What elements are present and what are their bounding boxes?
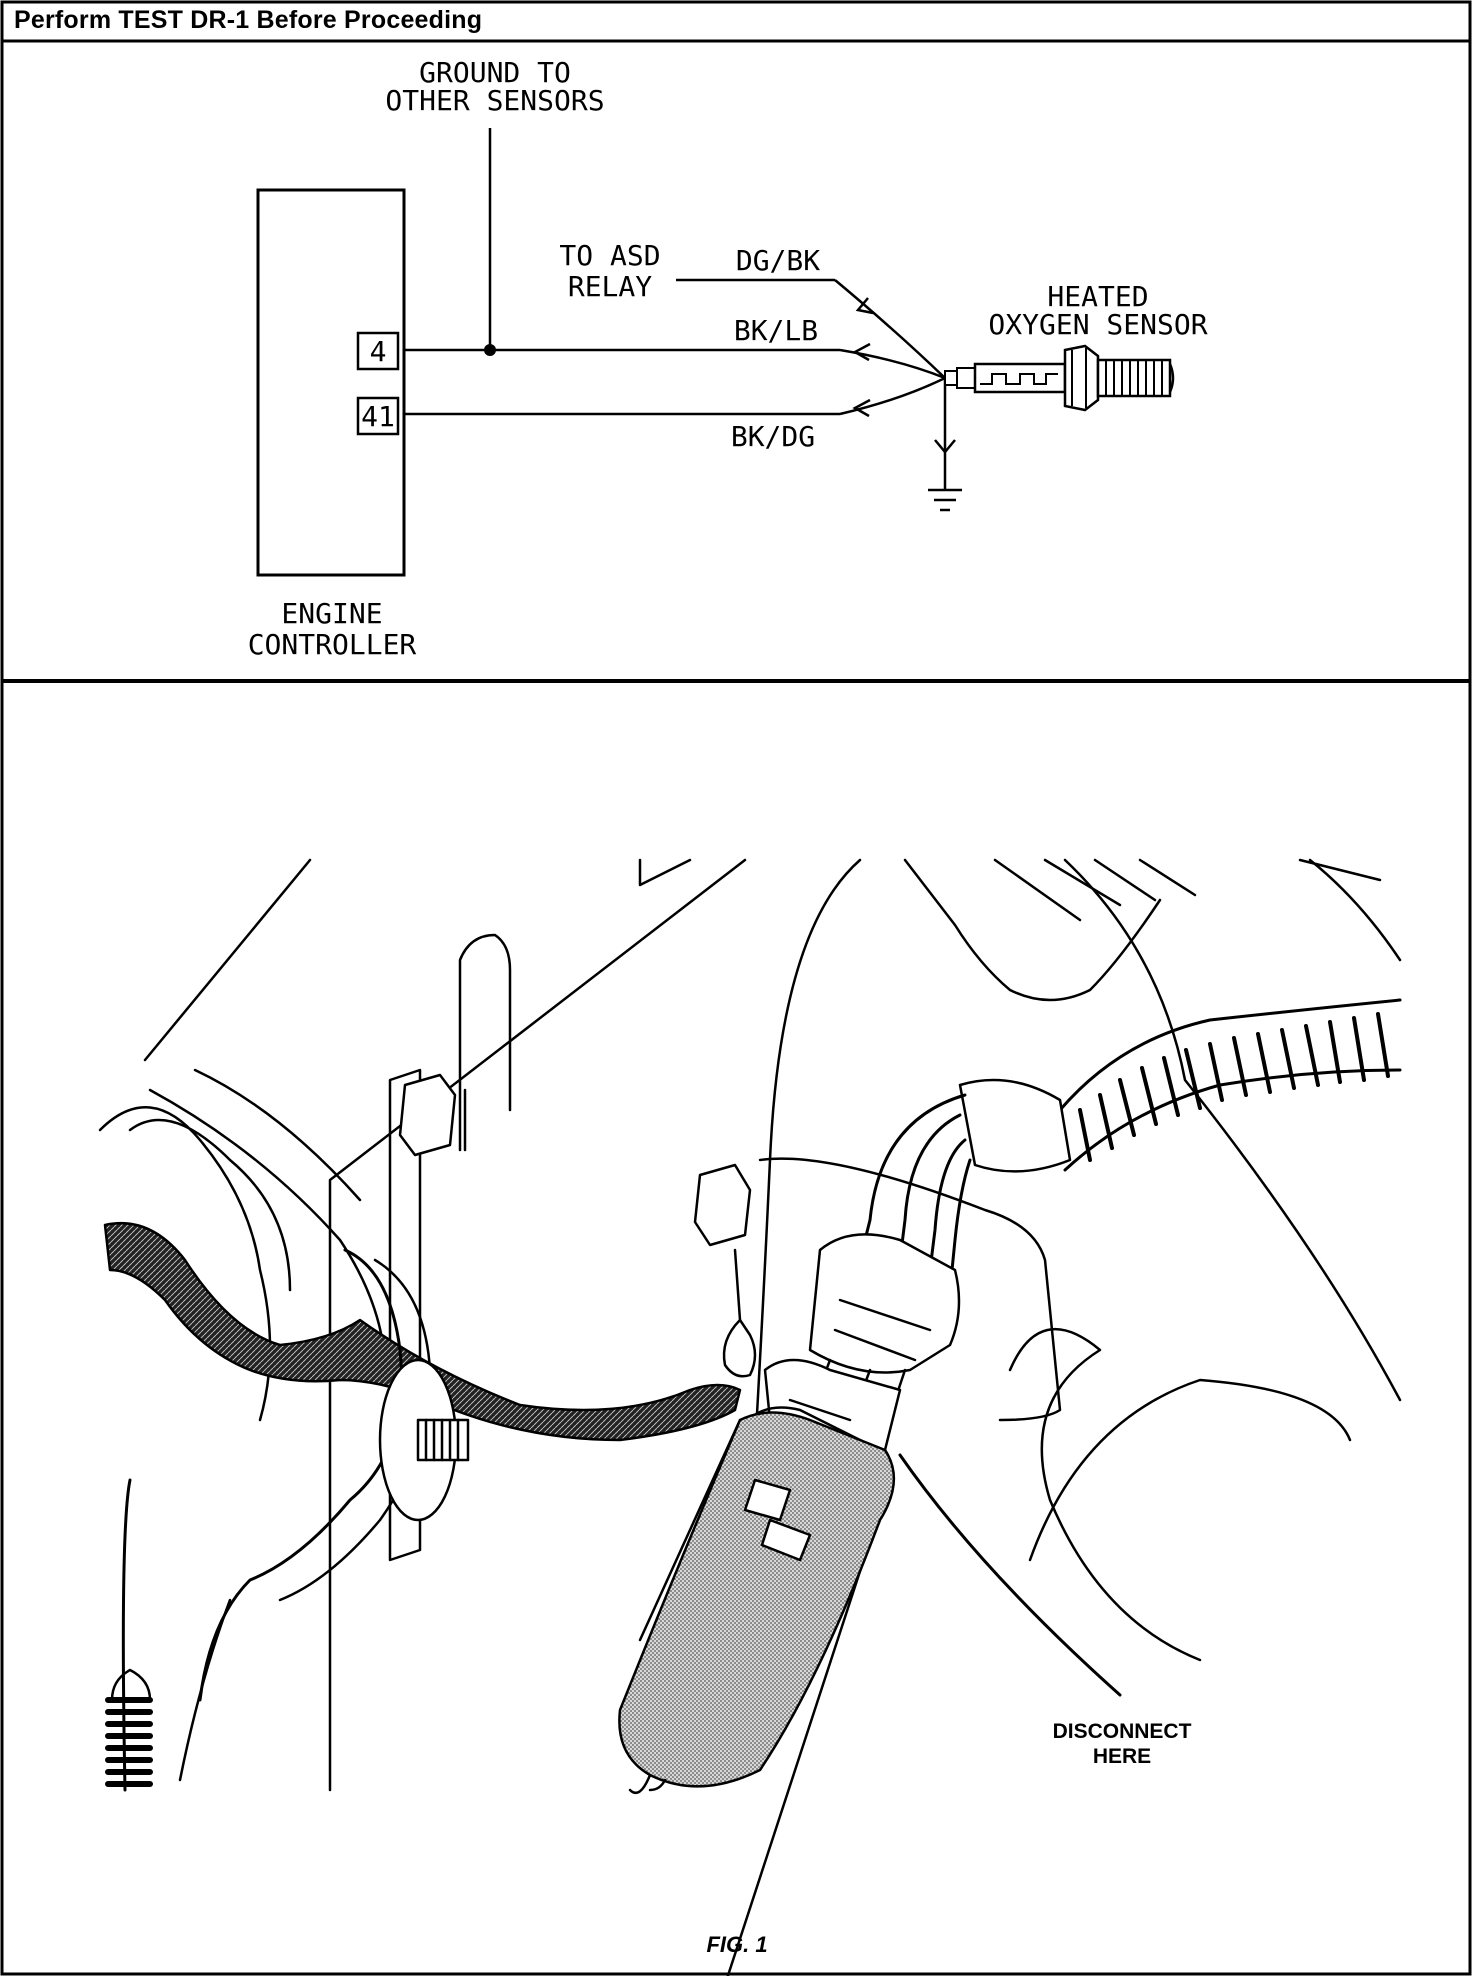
- pin-41-box: [356, 396, 400, 436]
- arrow-bk-dg: [852, 398, 871, 418]
- corrugated-harness-right: [1078, 1012, 1390, 1162]
- connector-lower: [618, 1411, 896, 1788]
- asd-label-line1: TO ASD: [559, 239, 660, 272]
- pin-4-label: 4: [370, 335, 387, 368]
- arrow-bk-lb: [852, 342, 871, 362]
- nut-left: [398, 1073, 457, 1157]
- wire-label-bk-dg: BK/DG: [731, 420, 815, 453]
- connector-clip: [722, 1318, 757, 1378]
- connector-upper: [808, 1233, 961, 1374]
- controller-label-line1: ENGINE: [281, 597, 382, 630]
- panel-edge-center: [328, 858, 747, 1792]
- asd-label-line2: RELAY: [568, 270, 652, 303]
- wiring-schematic: 4 41: [248, 56, 1208, 661]
- controller-label-line2: CONTROLLER: [248, 628, 417, 661]
- wire-bk-lb-bend: [839, 348, 946, 380]
- oxygen-sensor-icon: [944, 344, 1175, 412]
- arrow-ground: [934, 439, 956, 454]
- wire-label-bk-lb: BK/LB: [734, 314, 818, 347]
- ground-label-line1: GROUND TO: [419, 56, 571, 89]
- engine-controller-box: [256, 188, 406, 577]
- pin-41-label: 41: [361, 400, 395, 433]
- sensor-label-line2: OXYGEN SENSOR: [988, 308, 1207, 341]
- arrow-dg-bk: [855, 297, 874, 315]
- connector-illustration: [98, 858, 1402, 1976]
- sensor-label-line1: HEATED: [1047, 280, 1148, 313]
- wire-dg-bk-bend: [834, 279, 946, 379]
- callout-line2: HERE: [1093, 1745, 1151, 1768]
- wire-bk-dg-bend: [839, 376, 946, 416]
- corrugated-tube-left: [105, 1668, 153, 1787]
- ground-label-line2: OTHER SENSORS: [385, 84, 604, 117]
- header-title: Perform TEST DR-1 Before Proceeding: [14, 6, 483, 34]
- callout-leader: [898, 1453, 1122, 1697]
- pin-4-box: [356, 331, 400, 371]
- panel-edge-left: [143, 858, 312, 1062]
- figure-caption: FIG. 1: [706, 1932, 767, 1957]
- wire-label-dg-bk: DG/BK: [736, 244, 820, 277]
- splice-dot: [484, 344, 496, 356]
- tape-wrap: [958, 1078, 1072, 1173]
- nut-right: [693, 1163, 752, 1247]
- callout-line1: DISCONNECT: [1053, 1720, 1192, 1743]
